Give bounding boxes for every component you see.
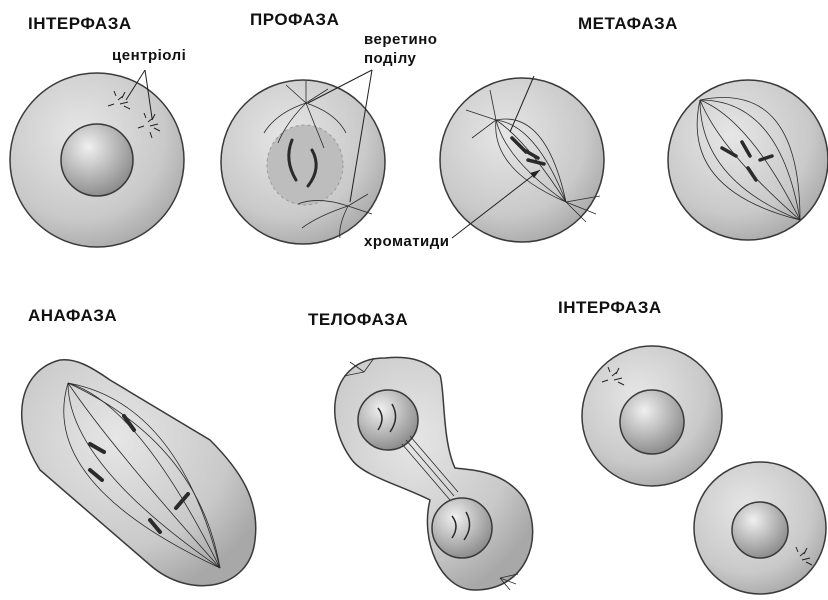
nucleus: [61, 124, 133, 196]
label-spindle-line2: поділу: [364, 49, 416, 68]
cell-anaphase: [22, 360, 256, 586]
nucleus-bottom: [432, 498, 492, 558]
title-anaphase: АНАФАЗА: [28, 306, 117, 326]
title-interphase-1: ІНТЕРФАЗА: [28, 14, 132, 34]
title-telophase: ТЕЛОФАЗА: [308, 310, 408, 330]
title-prophase: ПРОФАЗА: [250, 10, 339, 30]
nucleus-top: [358, 390, 418, 450]
label-centrioles: центріолі: [112, 46, 186, 65]
title-interphase-2: ІНТЕРФАЗА: [558, 298, 662, 318]
cell-metaphase-1: [440, 76, 604, 242]
cell-interphase-2a: [582, 346, 722, 486]
nucleus: [732, 502, 788, 558]
label-spindle-line1: веретино: [364, 30, 437, 49]
cell-interphase-1: [10, 70, 184, 247]
label-chromatids: хроматиди: [364, 232, 450, 251]
cell-interphase-2b: [694, 462, 826, 594]
nucleus: [620, 390, 684, 454]
title-metaphase: МЕТАФАЗА: [578, 14, 678, 34]
cell-metaphase-2: [668, 80, 828, 240]
cell-prophase: [221, 70, 385, 244]
cell-telophase: [335, 357, 533, 590]
